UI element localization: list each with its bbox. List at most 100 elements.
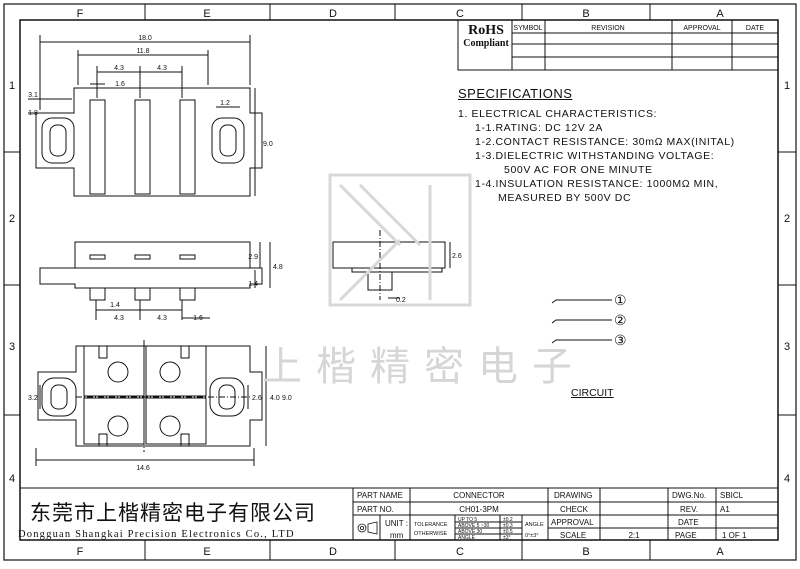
tol-range-2: ABOVE 5 ~30 [458, 523, 489, 529]
col-label-bottom: D [329, 546, 337, 558]
col-label-top: F [77, 8, 84, 20]
col-label-bottom: C [456, 546, 464, 558]
col-label-bottom: E [203, 546, 210, 558]
outer-frame [3, 3, 797, 561]
spec-line-1: 1. ELECTRICAL CHARACTERISTICS: [458, 108, 658, 120]
row-label-right: 2 [784, 213, 790, 225]
spec-line-3: 1-2.CONTACT RESISTANCE: 30mΩ MAX(INITAL) [475, 136, 735, 148]
dim-side-2-9: 2.9 [248, 254, 258, 261]
spec-line-6: 1-4.INSULATION RESISTANCE: 1000MΩ MIN, [475, 178, 719, 190]
specifications-title: SPECIFICATIONS [458, 86, 573, 101]
dim-bottom-4-0: 4.0 [270, 395, 280, 402]
unit-value: mm [390, 531, 404, 540]
tol-value-2: ±0.3 [503, 523, 513, 529]
part-name-label: PART NAME [357, 491, 403, 500]
circuit-pin-1: ① [614, 292, 627, 308]
row-label-right: 3 [784, 341, 790, 353]
dim-bottom-3-2: 3.2 [28, 395, 38, 402]
dim-side-4-3a: 4.3 [114, 315, 124, 322]
dim-top-4-3b: 4.3 [157, 65, 167, 72]
dim-top-1-2: 1.2 [220, 100, 230, 107]
check-label: CHECK [560, 505, 589, 514]
bottom-view [35, 340, 267, 466]
col-label-bottom: B [582, 546, 589, 558]
dim-end-2-6: 2.6 [452, 253, 462, 260]
tol-range-3: ABOVE 30 [458, 529, 482, 535]
row-label-right: 4 [784, 473, 790, 485]
col-label-top: D [329, 8, 337, 20]
rohs-badge: RoHS Compliant [461, 23, 511, 49]
side-view [39, 241, 271, 320]
rohs-title: RoHS [468, 23, 504, 38]
revision-table [457, 19, 779, 71]
part-no-label: PART NO. [357, 505, 394, 514]
dim-end-0-2: 0.2 [396, 297, 406, 304]
dim-top-3-1: 3.1 [28, 92, 38, 99]
row-label-left: 2 [9, 213, 15, 225]
col-label-top: E [203, 8, 210, 20]
dim-side-4-3b: 4.3 [157, 315, 167, 322]
col-label-bottom: A [716, 546, 724, 558]
row-ticks [4, 151, 796, 416]
spec-line-5: 500V AC FOR ONE MINUTE [504, 164, 653, 176]
dim-top-18: 18.0 [138, 35, 152, 42]
scale-value: 2:1 [628, 531, 640, 540]
circuit-pin-2: ② [614, 312, 627, 328]
dim-top-4-3a: 4.3 [114, 65, 124, 72]
revision-header-date: DATE [746, 25, 764, 32]
row-label-left: 3 [9, 341, 15, 353]
projection-symbol [357, 521, 378, 535]
unit-label: UNIT : [385, 519, 408, 528]
dim-top-9-0: 9.0 [263, 141, 273, 148]
dim-top-11-8: 11.8 [136, 48, 149, 55]
title-block-grid [20, 487, 778, 540]
scale-label: SCALE [560, 531, 586, 540]
column-ticks [144, 4, 651, 560]
rev-value: A1 [720, 505, 730, 514]
rev-label: REV. [680, 505, 698, 514]
page-value: 1 OF 1 [722, 531, 747, 540]
dwg-no-label: DWG.No. [672, 491, 706, 500]
dwg-no-value: SBICL [720, 491, 744, 500]
tol-range-1: UP TO 5 [458, 517, 477, 523]
dim-bottom-9-0: 9.0 [282, 395, 292, 402]
dim-side-4-8: 4.8 [273, 264, 283, 271]
logo-watermark-mark [328, 173, 472, 307]
inner-frame [19, 19, 779, 541]
dim-side-1-4a: 1.4 [248, 281, 258, 288]
circuit-diagram [551, 299, 612, 344]
tol-range-4: ANGLE [458, 535, 476, 541]
spec-line-7: MEASURED BY 500V DC [498, 192, 632, 204]
col-label-bottom: F [77, 546, 84, 558]
circuit-label: CIRCUIT [571, 387, 614, 399]
tol-value-4: ±3° [503, 535, 511, 541]
row-label-right: 1 [784, 80, 790, 92]
approval-label: APPROVAL [551, 518, 594, 527]
row-label-left: 4 [9, 473, 15, 485]
row-label-left: 1 [9, 80, 15, 92]
dim-top-1-8: 1.8 [28, 110, 38, 117]
col-label-top: A [716, 8, 724, 20]
tolerance-label: TOLERANCE [414, 522, 448, 528]
company-watermark: 上楷精密电子 [262, 344, 586, 390]
circuit-pin-3: ③ [614, 332, 627, 348]
revision-header-revision: REVISION [591, 25, 624, 32]
tol-value-1: ±0.2 [503, 517, 513, 523]
dim-side-1-6: 1.6 [193, 315, 203, 322]
col-label-top: C [456, 8, 464, 20]
dim-bottom-14-6: 14.6 [136, 465, 150, 472]
revision-header-approval: APPROVAL [683, 25, 720, 32]
drawing-label: DRAWING [554, 491, 592, 500]
company-name-chinese: 东莞市上楷精密电子有限公司 [30, 501, 316, 525]
tol-value-3: ±0.5 [503, 529, 513, 535]
page-label: PAGE [675, 531, 697, 540]
revision-header-symbol: SYMBOL [513, 25, 542, 32]
col-label-top: B [582, 8, 589, 20]
spec-line-2: 1-1.RATING: DC 12V 2A [475, 122, 603, 134]
dim-side-1-4b: 1.4 [110, 302, 120, 309]
otherwise-label: OTHERWISE [414, 531, 448, 537]
angle-value: 0°±3° [525, 533, 539, 539]
angle-label: ANGLE [525, 522, 544, 528]
